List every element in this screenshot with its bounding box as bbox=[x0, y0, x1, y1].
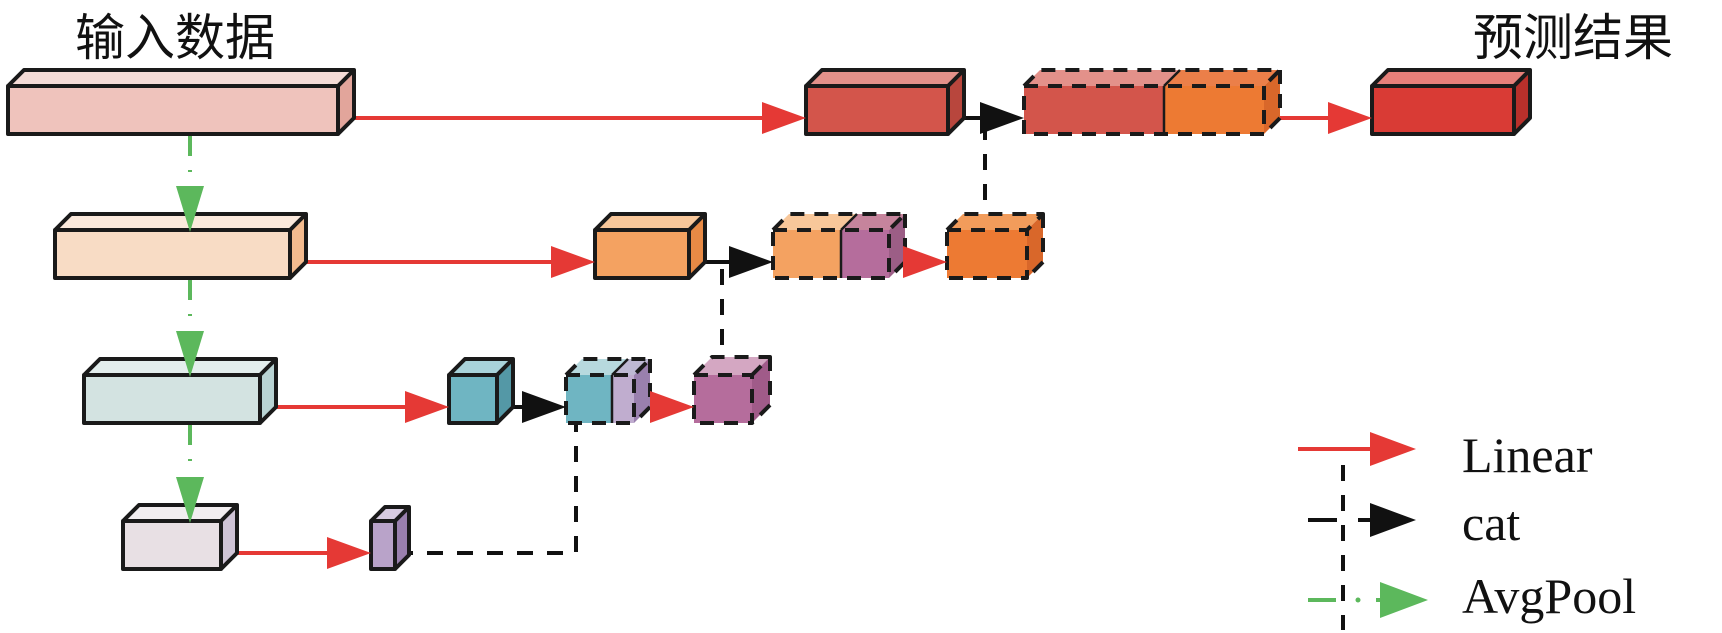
avgpool-arrowhead-icon bbox=[1380, 582, 1428, 618]
block-linear-level3 bbox=[447, 357, 515, 425]
avgpool-3-4-arrowhead-icon bbox=[176, 477, 204, 523]
legend-label-cat: cat bbox=[1462, 495, 1520, 551]
block-top-part2 bbox=[841, 214, 905, 230]
block-front-part2 bbox=[841, 230, 889, 278]
block-top-part2 bbox=[1164, 70, 1280, 86]
block-outline bbox=[6, 68, 356, 136]
cat-arrowhead-icon bbox=[1370, 503, 1416, 537]
linear-4-arrowhead-icon bbox=[327, 537, 371, 569]
block-front-face bbox=[1372, 86, 1514, 134]
legend-item-avgpool: AvgPool bbox=[1308, 568, 1636, 624]
block-linear-level2 bbox=[593, 212, 707, 280]
block-side-face bbox=[221, 505, 237, 569]
block-linear-level1 bbox=[804, 68, 966, 136]
linear-cat1-arrowhead-icon bbox=[1328, 102, 1372, 134]
avgpool-2-3-arrowhead-icon bbox=[176, 331, 204, 377]
legend-label-linear: Linear bbox=[1462, 427, 1593, 483]
cat-level1-arrowhead-icon bbox=[980, 102, 1024, 134]
arrowheads bbox=[176, 102, 1372, 569]
block-linear-level4 bbox=[369, 505, 411, 571]
block-side-face bbox=[1264, 70, 1280, 134]
legend: Linear cat AvgPool bbox=[1298, 427, 1636, 630]
block-top-face bbox=[8, 70, 354, 86]
block-input-level1 bbox=[6, 68, 356, 136]
block-front-part1 bbox=[1024, 86, 1164, 134]
block-front-face bbox=[806, 86, 948, 134]
block-cat-level3 bbox=[564, 357, 652, 425]
block-front-face bbox=[449, 375, 497, 423]
linear-cat2-arrowhead-icon bbox=[903, 246, 947, 278]
block-front-face bbox=[595, 230, 689, 278]
block-top-face bbox=[371, 507, 409, 521]
block-cat-level2 bbox=[771, 212, 907, 280]
block-side-face bbox=[260, 359, 276, 423]
block-side-face bbox=[290, 214, 306, 278]
block-top-face bbox=[595, 214, 705, 230]
block-input-level4 bbox=[121, 503, 239, 571]
block-top-face bbox=[1372, 70, 1530, 86]
block-front-face bbox=[947, 230, 1027, 278]
linear-arrowhead-icon bbox=[1370, 432, 1416, 466]
block-top-face bbox=[55, 214, 306, 230]
block-front-part2 bbox=[612, 375, 634, 423]
block-top-face bbox=[694, 357, 770, 375]
block-side-face bbox=[497, 359, 513, 423]
legend-item-linear: Linear bbox=[1298, 427, 1593, 483]
block-front-part2 bbox=[1164, 86, 1264, 134]
block-top-face bbox=[123, 505, 237, 521]
block-input-level3 bbox=[82, 357, 278, 425]
block-side-face bbox=[395, 507, 409, 569]
linear-cat3-arrowhead-icon bbox=[650, 391, 694, 423]
block-cat-level1 bbox=[1022, 68, 1282, 136]
block-front-face bbox=[8, 86, 338, 134]
cat-level2-arrowhead-icon bbox=[729, 246, 773, 278]
block-top-face bbox=[84, 359, 276, 375]
input-data-title: 输入数据 bbox=[75, 9, 275, 67]
block-top-part2 bbox=[612, 359, 650, 375]
block-side-face bbox=[338, 70, 354, 134]
cat-path-level4 bbox=[397, 407, 578, 555]
block-input-level2 bbox=[53, 212, 308, 280]
block-front-face bbox=[371, 521, 395, 569]
block-split-top-line bbox=[611, 358, 629, 376]
block-side-face bbox=[1027, 214, 1043, 278]
linear-3-arrowhead-icon bbox=[405, 391, 449, 423]
block-top-face bbox=[449, 359, 513, 375]
avgpool-1-2-arrowhead-icon bbox=[176, 186, 204, 232]
block-split-top-line bbox=[840, 213, 858, 231]
block-output bbox=[1370, 68, 1532, 136]
block-front-face bbox=[123, 521, 221, 569]
cat-level3-arrowhead-icon bbox=[522, 391, 566, 423]
block-side-face bbox=[889, 214, 905, 278]
block-side-face bbox=[634, 359, 650, 423]
block-side-face bbox=[948, 70, 964, 134]
feature-blocks bbox=[6, 68, 1532, 571]
block-merged-level3 bbox=[692, 355, 772, 425]
connections bbox=[188, 116, 1332, 555]
block-front-face bbox=[55, 230, 290, 278]
block-split-top-line bbox=[1163, 69, 1181, 87]
block-side-face bbox=[752, 357, 770, 423]
block-front-part1 bbox=[773, 230, 841, 278]
linear-1-arrowhead-icon bbox=[762, 102, 806, 134]
avgpool-dot-icon bbox=[1355, 597, 1361, 603]
legend-item-cat: cat bbox=[1308, 465, 1520, 630]
block-merged-level2 bbox=[945, 212, 1045, 280]
block-top-face bbox=[947, 214, 1043, 230]
block-side-face bbox=[689, 214, 705, 278]
block-front-face bbox=[694, 375, 752, 423]
block-side-face bbox=[1514, 70, 1530, 134]
block-front-part1 bbox=[566, 375, 612, 423]
prediction-result-title: 预测结果 bbox=[1473, 9, 1673, 67]
legend-label-avgpool: AvgPool bbox=[1462, 568, 1636, 624]
linear-2-arrowhead-icon bbox=[551, 246, 595, 278]
block-top-face bbox=[806, 70, 964, 86]
block-front-face bbox=[84, 375, 260, 423]
block-outline bbox=[1022, 68, 1282, 136]
